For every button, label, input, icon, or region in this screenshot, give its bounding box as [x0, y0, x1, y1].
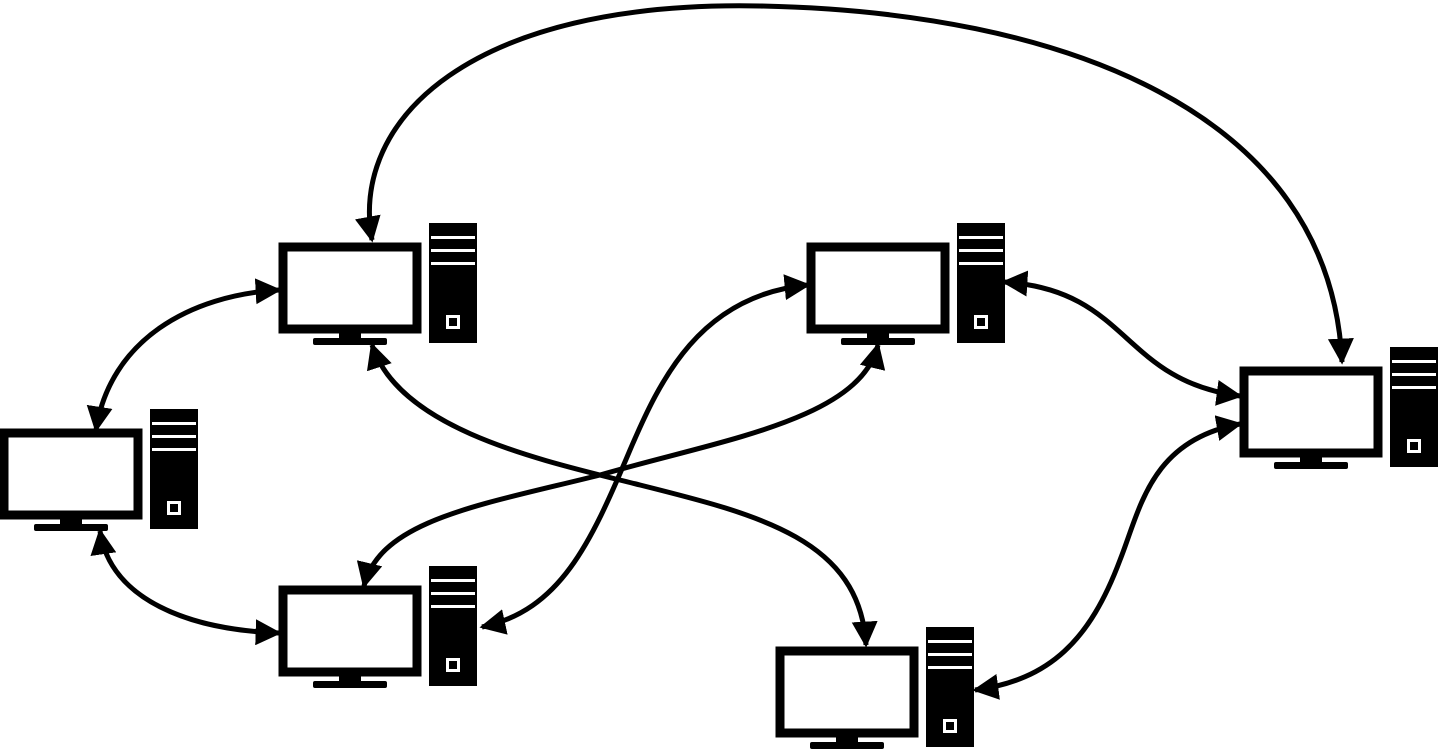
computer-icon[interactable]	[283, 223, 477, 345]
link-pc-top-left-pc-right	[355, 3, 1354, 365]
computer-icon[interactable]	[283, 566, 477, 688]
links-layer	[86, 3, 1354, 700]
link-pc-left-pc-bottom-left	[90, 528, 282, 646]
link-pc-right-pc-bottom-right	[972, 415, 1243, 700]
computer-icon[interactable]	[4, 409, 198, 531]
computer-icon[interactable]	[811, 223, 1005, 345]
link-pc-top-left-pc-left	[86, 278, 282, 433]
link-pc-top-center-pc-bottom-left-b	[479, 274, 811, 635]
computer-icon[interactable]	[1244, 347, 1438, 469]
computer-icon[interactable]	[780, 627, 974, 749]
link-pc-top-center-pc-right	[1001, 270, 1243, 406]
